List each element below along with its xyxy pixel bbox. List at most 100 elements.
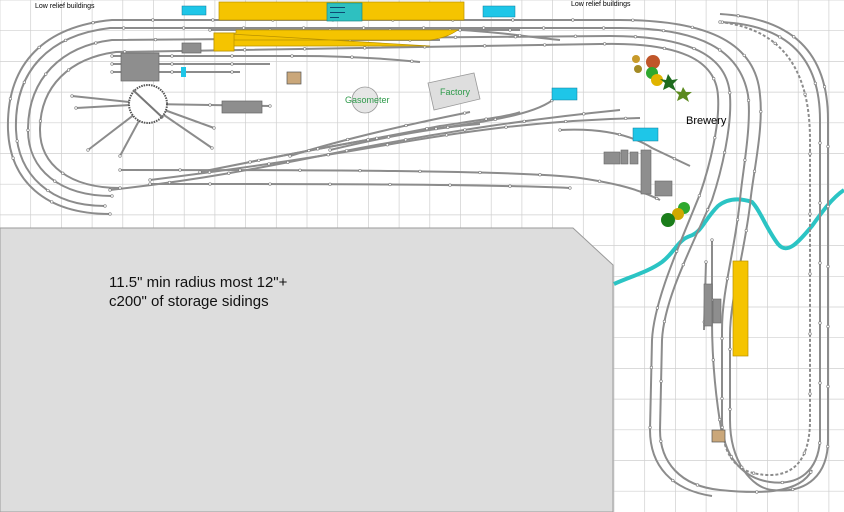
inner-loop-track xyxy=(26,34,813,493)
track-joint xyxy=(631,18,635,22)
track-joint xyxy=(91,21,95,25)
track-joint xyxy=(655,196,659,201)
track-joint xyxy=(110,194,114,198)
track-joint xyxy=(826,144,830,149)
track-joint xyxy=(53,179,57,183)
track-joint xyxy=(662,319,667,324)
track-joint xyxy=(350,55,354,59)
track-joint xyxy=(328,148,332,152)
yard-siding-1 xyxy=(109,109,621,191)
track-joint xyxy=(508,184,512,188)
track-joint xyxy=(366,138,370,142)
track-joint xyxy=(671,478,675,483)
track-joint xyxy=(718,20,722,24)
station-building xyxy=(326,2,363,22)
track-joint xyxy=(170,62,174,66)
long-siding xyxy=(119,169,661,201)
track-joint xyxy=(388,182,392,187)
lower-long-siding xyxy=(149,183,571,189)
track-joint xyxy=(826,264,830,269)
brewery-siding xyxy=(559,128,691,167)
yard-siding-6 xyxy=(329,123,481,151)
track-joint xyxy=(182,26,186,30)
track-joint xyxy=(818,141,822,145)
track-joint xyxy=(227,171,231,175)
track-joint xyxy=(735,218,740,222)
track-joint xyxy=(564,119,568,124)
track-joint xyxy=(303,47,307,51)
track-joint xyxy=(818,321,822,325)
track-joint xyxy=(736,14,740,18)
layout-note-line-1: 11.5" min radius most 12"+ xyxy=(109,274,288,291)
track-joint xyxy=(818,441,822,445)
track-joint xyxy=(22,80,26,84)
track-joint xyxy=(513,35,518,39)
track-joint xyxy=(773,41,777,45)
return-loop-track xyxy=(719,21,811,477)
track-joint xyxy=(328,182,332,186)
track-joint xyxy=(508,28,512,32)
track-joint xyxy=(46,188,50,193)
track-joint xyxy=(743,158,747,162)
track-joint xyxy=(723,150,727,154)
trees-lower xyxy=(661,202,690,227)
track-joint xyxy=(826,384,830,389)
track-joint xyxy=(248,160,252,164)
track-sleepers xyxy=(8,14,830,494)
track-joint xyxy=(207,170,212,174)
brewery-building-5 xyxy=(654,180,673,197)
track-joint xyxy=(711,358,715,362)
branch-platform xyxy=(732,260,749,357)
track-joint xyxy=(649,365,653,370)
track-joint xyxy=(94,41,98,45)
track-joint xyxy=(170,54,174,58)
track-joint xyxy=(110,54,114,58)
track-joint xyxy=(290,54,294,58)
brewery-building-3 xyxy=(629,151,639,165)
track-joint xyxy=(446,125,450,129)
track-joint xyxy=(808,332,812,336)
low-relief-label-left: Low relief buildings xyxy=(35,3,95,10)
track-joint xyxy=(690,25,694,29)
track-joint xyxy=(720,336,724,341)
track-joint xyxy=(345,149,349,153)
track-joint xyxy=(522,119,526,123)
track-joint xyxy=(326,153,330,157)
track-joint xyxy=(826,204,830,209)
track-joint xyxy=(148,178,152,182)
track-joint xyxy=(268,182,272,186)
track-joint xyxy=(110,62,114,66)
small-hut xyxy=(286,71,302,85)
track-joint xyxy=(752,169,757,173)
track-joint xyxy=(483,44,487,48)
branch-siding-1 xyxy=(711,240,723,435)
track-joint xyxy=(493,117,497,121)
track-joint xyxy=(358,169,362,173)
track-joint xyxy=(243,48,247,52)
track-joint xyxy=(720,425,724,429)
track-joint xyxy=(740,465,744,469)
track-joint xyxy=(307,149,311,153)
track-joint xyxy=(286,160,290,164)
shed-water-tower xyxy=(181,67,186,77)
track-joint xyxy=(15,139,19,143)
track-joint xyxy=(108,188,112,192)
track-joint xyxy=(692,46,696,51)
track-joint xyxy=(718,418,722,422)
yard-sign-2 xyxy=(632,127,659,142)
track-joint xyxy=(37,45,41,49)
track-joint xyxy=(568,186,572,190)
brewery-building-1 xyxy=(603,151,621,165)
branch-building-2 xyxy=(712,298,722,324)
track-joint xyxy=(151,18,155,22)
track-joint xyxy=(404,138,408,142)
track-joint xyxy=(746,98,751,102)
track-joint xyxy=(648,425,652,430)
track-joint xyxy=(230,70,234,74)
track-joint xyxy=(242,26,246,30)
shed-road-1 xyxy=(112,55,421,63)
station-platform-start xyxy=(213,32,235,52)
station-siding-3 xyxy=(459,29,561,41)
track-joint xyxy=(38,119,43,123)
factory xyxy=(427,72,481,111)
